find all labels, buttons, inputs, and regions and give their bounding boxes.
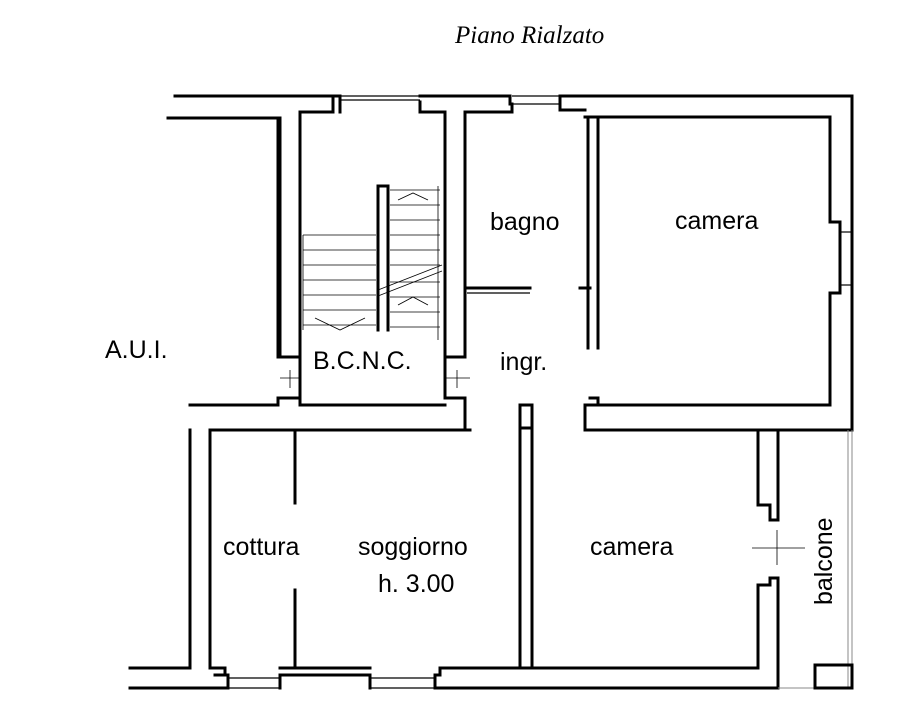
exterior-walls (166, 94, 854, 432)
room-height-label: h. 3.00 (378, 570, 454, 598)
interior-walls (188, 115, 854, 690)
room-label-bcnc: B.C.N.C. (313, 347, 412, 375)
room-label-aui: A.U.I. (105, 336, 168, 364)
room-label-bagno: bagno (490, 208, 560, 236)
room-label-cottura: cottura (223, 533, 300, 561)
plan-title: Piano Rialzato (454, 22, 604, 49)
bottom-walls (128, 666, 780, 690)
room-label-camera-bottom: camera (590, 533, 673, 561)
room-label-balcone: balcone (810, 517, 838, 605)
room-label-soggiorno: soggiorno (358, 533, 468, 561)
staircase (302, 184, 443, 340)
balcony (778, 430, 854, 690)
room-label-camera-top: camera (675, 207, 758, 235)
room-label-ingresso: ingr. (500, 348, 547, 376)
